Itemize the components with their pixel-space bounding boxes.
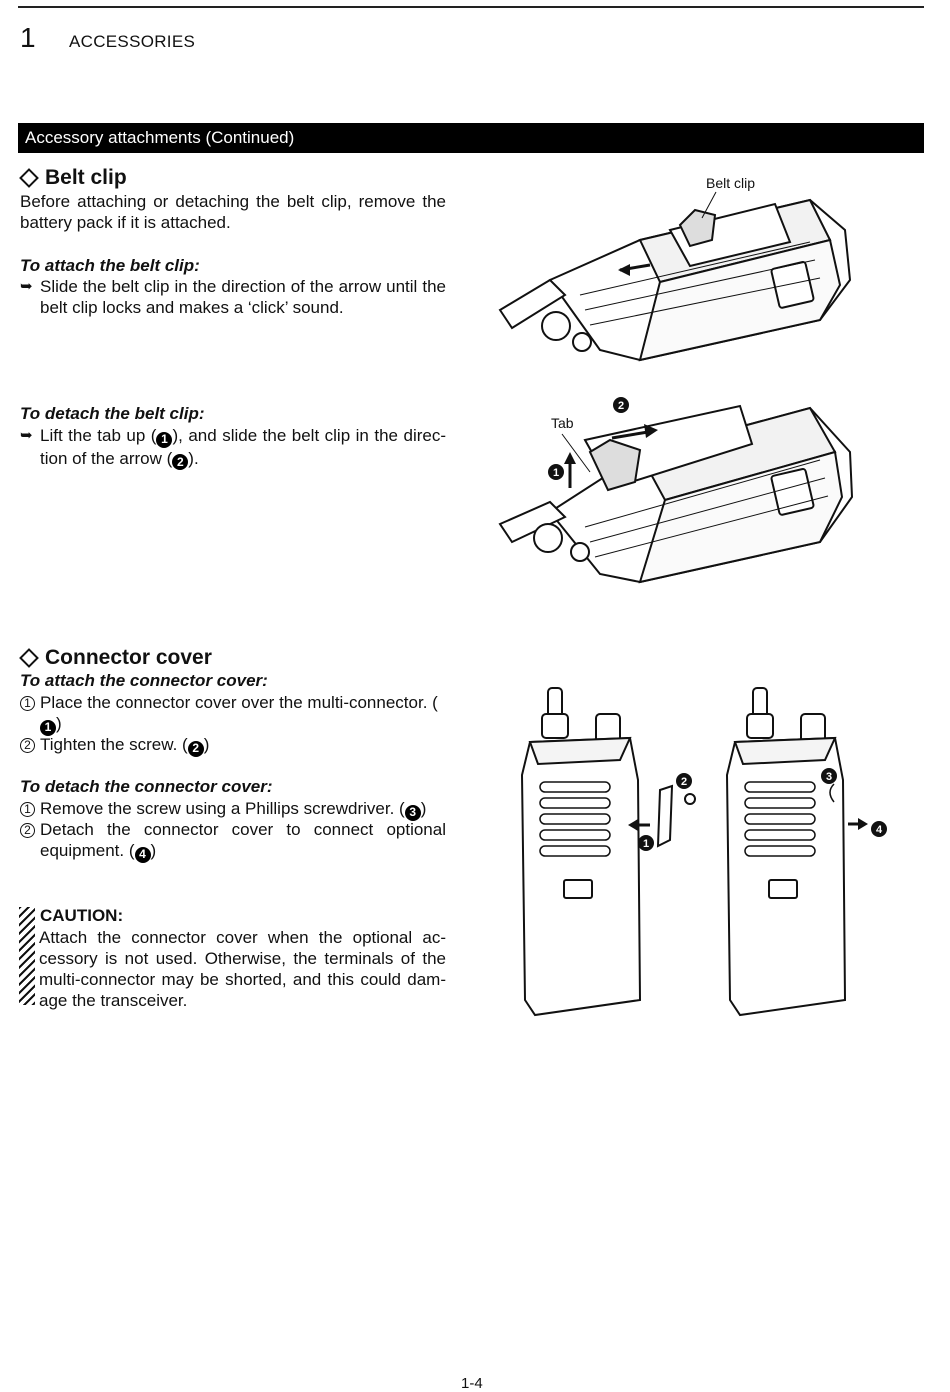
arrow-bullet-icon: ➥ — [20, 427, 33, 444]
detach-connector-title: To detach the connector cover: — [20, 777, 273, 796]
detach-belt-clip-step: ➥ Lift the tab up (1), and slide the bel… — [20, 426, 447, 470]
arrow-bullet-icon: ➥ — [20, 278, 33, 295]
step-3-badge: 3 — [404, 804, 421, 821]
figure-step-4-badge: 4 — [876, 824, 883, 836]
caution-hatch-icon — [19, 907, 35, 1005]
chapter-title: ACCESSORIES — [69, 32, 196, 51]
caution-title: CAUTION: — [40, 906, 124, 925]
diamond-icon — [19, 168, 39, 188]
step-2-badge: 2 — [172, 454, 189, 470]
attach-connector-step-2: 2 Tighten the screw. (2) — [20, 734, 446, 757]
diamond-icon — [19, 648, 39, 668]
caution-text: Attach the connector cover when the opti… — [39, 928, 446, 1010]
step-2-badge: 2 — [187, 740, 204, 757]
step-number-1: 1 — [20, 802, 35, 817]
chapter-number: 1 — [20, 22, 36, 53]
belt-clip-heading: Belt clip — [18, 166, 127, 190]
detach-belt-clip-title: To detach the belt clip: — [20, 404, 205, 423]
belt-clip-detach-figure: 2 1 Tab — [498, 397, 854, 584]
page-number: 1-4 — [461, 1375, 483, 1392]
belt-clip-attach-figure: Belt clip — [498, 175, 852, 362]
attach-belt-clip-step: ➥ Slide the belt clip in the direction o… — [20, 277, 446, 317]
step-1-badge: 1 — [156, 431, 173, 448]
detach-connector-step-2: 2 Detach the connector cover to connect … — [20, 819, 446, 863]
section-banner: Accessory attachments (Continued) — [18, 123, 924, 153]
top-rule — [18, 6, 924, 8]
attach-belt-clip-title: To attach the belt clip: — [20, 256, 200, 275]
connector-cover-heading: Connector cover — [18, 646, 212, 670]
figure-step-3-badge: 3 — [826, 771, 832, 783]
step-4-badge: 4 — [134, 846, 151, 863]
attach-connector-title: To attach the connector cover: — [20, 671, 268, 690]
connector-cover-figure: 2 1 3 4 — [520, 687, 887, 1017]
figure-step-1-badge: 1 — [643, 838, 649, 850]
belt-clip-label: Belt clip — [706, 175, 755, 191]
attach-connector-step-1: 1 Place the connector cover over the mul… — [20, 692, 446, 736]
figure-step-2-badge: 2 — [618, 400, 624, 412]
step-number-2: 2 — [20, 738, 35, 753]
figure-step-1-badge: 1 — [553, 467, 559, 479]
tab-label: Tab — [551, 415, 574, 431]
belt-clip-intro: Before attaching or detaching the belt c… — [20, 192, 446, 232]
step-1-badge: 1 — [40, 719, 56, 736]
detach-connector-step-1: 1 Remove the screw using a Phillips scre… — [20, 798, 446, 821]
figure-step-2-badge: 2 — [681, 776, 687, 788]
step-number-2: 2 — [20, 823, 35, 838]
step-number-1: 1 — [20, 696, 35, 711]
